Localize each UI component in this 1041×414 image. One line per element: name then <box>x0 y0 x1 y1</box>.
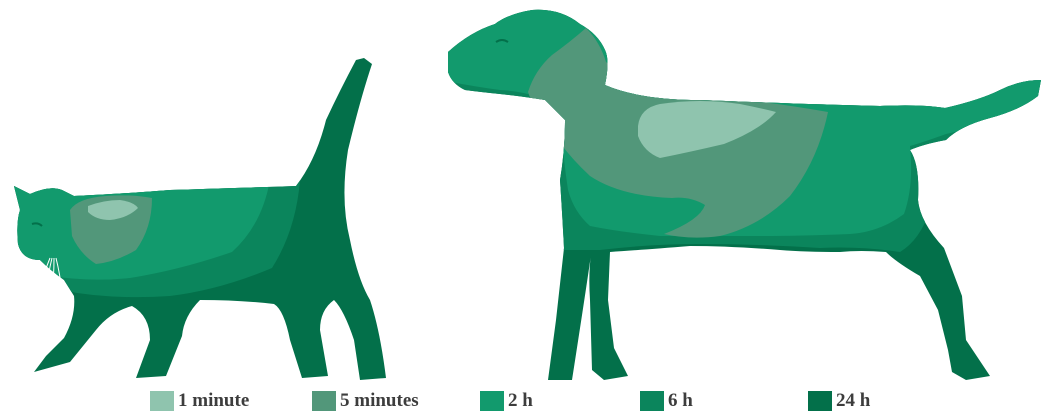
legend-label: 2 h <box>508 390 533 412</box>
legend-item-24-h: 24 h <box>836 390 870 412</box>
legend-label: 5 minutes <box>340 390 419 412</box>
legend-item-1-minute: 1 minute <box>178 390 249 412</box>
legend-item-6-h: 6 h <box>668 390 693 412</box>
legend-label: 24 h <box>836 390 870 412</box>
legend-swatch-1-minute <box>150 391 174 411</box>
legend-swatch-6-h <box>640 391 664 411</box>
legend-swatch-5-minutes <box>312 391 336 411</box>
cat-figure <box>0 40 400 390</box>
dog-figure <box>430 0 1041 400</box>
legend-label: 6 h <box>668 390 693 412</box>
legend-item-5-minutes: 5 minutes <box>340 390 419 412</box>
legend-swatch-2-h <box>480 391 504 411</box>
legend-item-2-h: 2 h <box>508 390 533 412</box>
legend-swatch-24-h <box>808 391 832 411</box>
legend-label: 1 minute <box>178 390 249 412</box>
